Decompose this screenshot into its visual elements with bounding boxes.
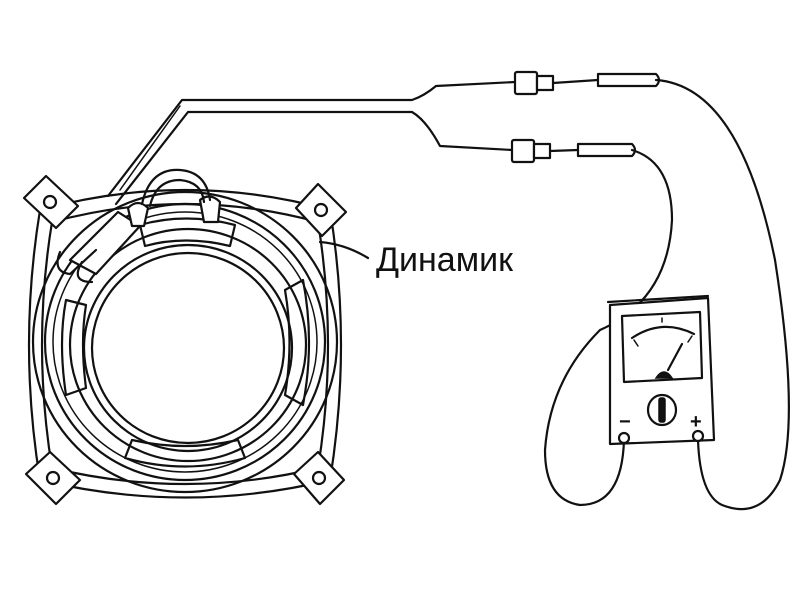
speaker-callout-leader — [318, 240, 370, 260]
speaker-basket-ring — [43, 202, 327, 482]
meter-positive-symbol: + — [690, 411, 702, 433]
speaker-basket-ring-2 — [52, 211, 318, 473]
speaker-cone-center — [90, 251, 286, 445]
speaker-slot-right — [283, 278, 311, 407]
lead-to-positive — [654, 78, 790, 511]
lead-cable-c — [119, 105, 181, 191]
meter-terminal-negative — [617, 431, 631, 445]
mounting-tab-top-left — [22, 174, 80, 230]
mounting-tab-bottom-right — [292, 450, 346, 506]
connector-lower — [510, 138, 637, 164]
mounting-tab-bottom-left — [24, 450, 82, 506]
speaker — [22, 168, 348, 506]
speaker-slot-top — [138, 217, 237, 248]
connector-upper — [513, 70, 661, 96]
speaker-basket-outer — [31, 190, 339, 494]
speaker-slot-left — [60, 298, 88, 397]
meter-negative-symbol: − — [619, 411, 631, 433]
mounting-tab-top-right — [294, 182, 348, 238]
speaker-cone-edge — [82, 243, 294, 453]
meter-terminal-positive — [691, 429, 705, 443]
lead-cable-b — [114, 110, 514, 206]
meter-scale-arc — [630, 325, 696, 340]
speaker-surround — [68, 227, 308, 463]
speaker-terminals — [56, 168, 222, 284]
multimeter: − + — [606, 294, 716, 446]
test-leads — [106, 70, 790, 511]
meter-needle — [666, 342, 684, 372]
lead-to-negative — [543, 148, 674, 507]
lead-cable-a — [106, 80, 517, 198]
speaker-label: Динамик — [376, 241, 513, 279]
